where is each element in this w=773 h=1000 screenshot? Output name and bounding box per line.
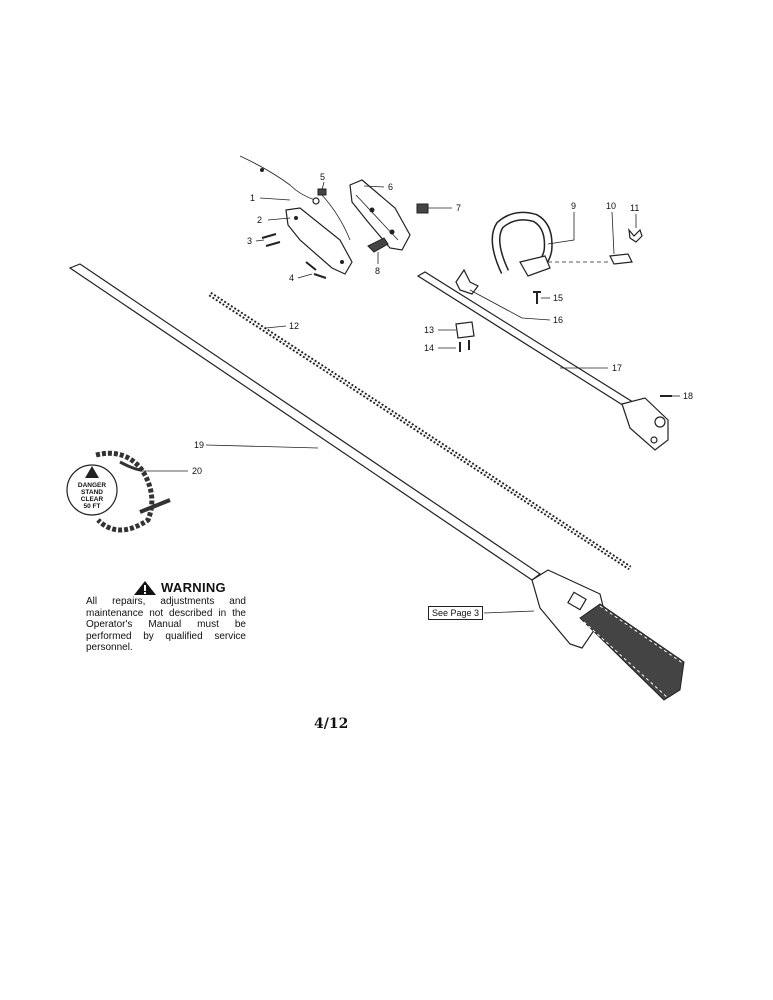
part-loop-handle [491, 211, 610, 277]
part-lower-tube [68, 263, 542, 581]
part-hanger-bracket [455, 268, 479, 295]
callout-15: 15 [553, 293, 563, 303]
page-number: 4/12 [314, 716, 349, 732]
callout-3: 3 [247, 236, 252, 246]
callout-13: 13 [424, 325, 434, 335]
callout-16: 16 [553, 315, 563, 325]
part-handle-housing-left [285, 207, 353, 275]
part-screws-14 [459, 340, 470, 352]
callout-20: 20 [192, 466, 202, 476]
warning-title: WARNING [161, 580, 226, 595]
callout-2: 2 [257, 215, 262, 225]
callout-19: 19 [194, 440, 204, 450]
callout-18: 18 [683, 391, 693, 401]
callout-8: 8 [375, 266, 380, 276]
callout-10: 10 [606, 201, 616, 211]
callout-14: 14 [424, 343, 434, 353]
part-screws-lower [305, 261, 327, 279]
part-clip [416, 203, 429, 214]
callout-6: 6 [388, 182, 393, 192]
see-page-reference: See Page 3 [428, 606, 484, 620]
callout-7: 7 [456, 203, 461, 213]
part-wire [239, 155, 320, 205]
callout-17: 17 [612, 363, 622, 373]
callout-12: 12 [289, 321, 299, 331]
part-screw-15 [533, 291, 541, 304]
tag-line2: STAND [81, 489, 103, 496]
part-drive-shaft [208, 291, 632, 571]
part-wing-nut [628, 228, 643, 243]
safety-tag: DANGER STAND CLEAR 50 FT [66, 464, 118, 516]
callout-4: 4 [289, 273, 294, 283]
callout-1: 1 [250, 193, 255, 203]
tag-line4: 50 FT [84, 503, 101, 510]
part-handle-housing-right [349, 179, 411, 251]
tag-line3: CLEAR [81, 496, 104, 503]
part-trigger [367, 237, 389, 253]
tag-line1: DANGER [78, 482, 106, 489]
warning-heading: WARNING [114, 580, 246, 595]
part-strap [95, 450, 171, 533]
warning-notice: WARNING All repairs, adjustments and mai… [86, 580, 246, 654]
part-tube-clamp [455, 321, 475, 339]
part-upper-tube [416, 271, 669, 451]
callout-11: 11 [630, 203, 639, 213]
warning-text: All repairs, adjustments and maintenance… [86, 596, 246, 653]
callout-5: 5 [320, 172, 325, 182]
warning-triangle-icon [134, 580, 157, 595]
part-screws-upper [261, 233, 281, 247]
pruner-head [531, 569, 685, 701]
part-callouts: 1 2 3 4 5 6 7 8 9 10 11 12 13 14 15 16 1 [140, 172, 693, 614]
part-clamp-bolt [609, 253, 633, 265]
callout-9: 9 [571, 201, 576, 211]
